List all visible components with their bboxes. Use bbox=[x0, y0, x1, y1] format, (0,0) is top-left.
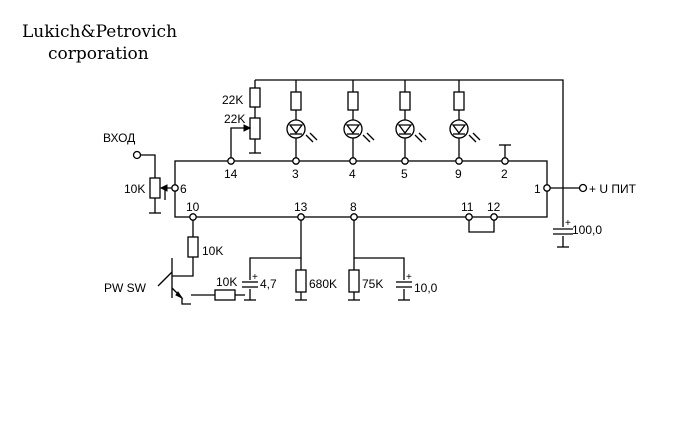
led-pin4 bbox=[343, 91, 375, 161]
pin-label-6: 6 bbox=[180, 182, 187, 196]
pin-markers bbox=[171, 157, 551, 221]
label-100uf: 100,0 bbox=[572, 223, 602, 237]
label-22k-top: 22K bbox=[222, 93, 243, 107]
pin-label-10: 10 bbox=[186, 200, 200, 214]
pin-label-8: 8 bbox=[350, 200, 357, 214]
label-100uf-plus: + bbox=[565, 218, 571, 229]
potentiometer-22k bbox=[230, 117, 261, 161]
pin-label-4: 4 bbox=[349, 167, 356, 181]
label-4-7: 4,7 bbox=[260, 277, 277, 291]
label-supply: + U ПИТ bbox=[589, 182, 637, 196]
label-4-7-plus: + bbox=[252, 272, 258, 283]
label-input: ВХОД bbox=[103, 131, 135, 145]
pin-label-13: 13 bbox=[294, 200, 308, 214]
company-subtitle: corporation bbox=[48, 44, 149, 64]
label-10k-input: 10K bbox=[124, 182, 145, 196]
pin-label-3: 3 bbox=[292, 167, 299, 181]
led-pin5 bbox=[395, 91, 427, 161]
label-10k-pin10: 10K bbox=[202, 244, 223, 258]
supply-rail bbox=[254, 79, 564, 188]
pin-label-5: 5 bbox=[401, 167, 408, 181]
label-22k-pot: 22K bbox=[224, 112, 245, 126]
label-10k-base: 10K bbox=[216, 275, 237, 289]
pin10-circuit bbox=[157, 217, 245, 305]
company-name: Lukich&Petrovich bbox=[22, 22, 178, 42]
pin-label-1: 1 bbox=[534, 182, 541, 196]
led-pin9 bbox=[449, 91, 481, 161]
pin-label-14: 14 bbox=[224, 167, 238, 181]
jumper-11-12 bbox=[468, 217, 495, 233]
pin13-circuit bbox=[242, 217, 307, 301]
label-75k: 75K bbox=[362, 277, 383, 291]
label-680k: 680K bbox=[309, 277, 337, 291]
pin-label-12: 12 bbox=[487, 200, 501, 214]
pin-label-2: 2 bbox=[501, 167, 508, 181]
label-10-0: 10,0 bbox=[414, 281, 438, 295]
pin-label-9: 9 bbox=[455, 167, 462, 181]
led-pin3 bbox=[286, 91, 318, 161]
label-10-0-plus: + bbox=[406, 272, 412, 283]
supply-output bbox=[547, 183, 588, 248]
label-pwsw: PW SW bbox=[104, 281, 147, 295]
resistor-22k-top bbox=[249, 87, 261, 118]
pin8-circuit bbox=[348, 217, 412, 301]
pin-label-11: 11 bbox=[461, 200, 474, 214]
